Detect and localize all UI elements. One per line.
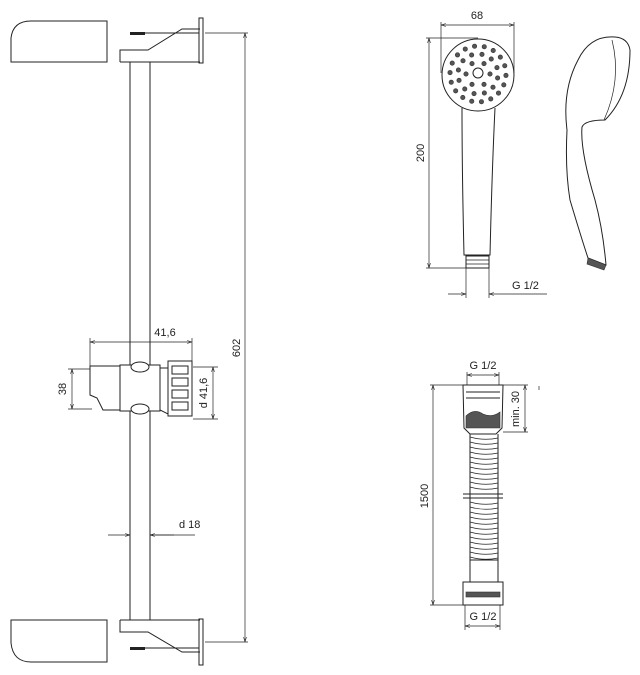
nozzle-icon <box>496 90 502 96</box>
nozzle-icon <box>469 81 475 87</box>
nozzle-icon <box>463 71 469 77</box>
nozzle-icon <box>449 60 455 66</box>
hose-coil <box>469 551 499 555</box>
hose-coil <box>469 451 499 455</box>
slider-knob <box>167 360 193 417</box>
dimension-knob-diameter: d 41,6 <box>193 366 218 420</box>
dimension-slider-width: 41,6 <box>89 327 193 366</box>
dimension-hose-bottom-thread: G 1/2 <box>464 605 501 630</box>
hose-top-thread-label: G 1/2 <box>470 360 497 372</box>
hose-nut-length-label: min. 30 <box>510 391 522 427</box>
nozzle-icon <box>472 43 478 49</box>
hose-coil <box>469 531 499 535</box>
dimension-hose-top-thread: G 1/2 <box>466 360 500 385</box>
hose-coil <box>469 521 499 525</box>
dimension-rod-diameter: d 18 <box>108 519 200 535</box>
nozzle-icon <box>495 75 501 81</box>
nozzle-icon <box>462 86 468 92</box>
hose-coil <box>469 441 499 445</box>
rail-rod <box>129 61 151 621</box>
dimension-68: 68 <box>440 10 515 73</box>
dimension-hand-shower-thread: G 1/2 <box>448 268 547 298</box>
nozzle-icon <box>494 65 500 71</box>
hand-shower-front <box>441 38 515 269</box>
rail-height-label: 602 <box>231 339 243 357</box>
nozzle-icon <box>502 63 508 69</box>
hose-coil <box>469 461 499 465</box>
hose-coil <box>469 471 499 475</box>
nozzle-icon <box>487 71 493 77</box>
top-bracket-cover <box>10 20 108 63</box>
nozzle-icon <box>488 96 494 102</box>
nozzle-icon <box>481 61 487 67</box>
shower-rail: 602 41,6 38 d 41,6 d 18 <box>10 17 248 666</box>
nozzle-icon <box>460 95 466 101</box>
hand-shower-thread-label: G 1/2 <box>512 280 539 292</box>
spray-nozzles <box>447 43 509 105</box>
nozzle-icon <box>471 91 477 97</box>
bottom-bracket-cover <box>10 619 108 663</box>
hose-coil <box>469 481 499 485</box>
top-bracket <box>119 17 204 64</box>
hose-coil <box>469 436 499 440</box>
dimension-slider-height: 38 <box>57 368 92 410</box>
hose-coil <box>469 466 499 470</box>
shower-hose <box>462 384 504 606</box>
slider-height-label: 38 <box>57 383 69 395</box>
hose-bottom-thread-label: G 1/2 <box>470 611 497 623</box>
nozzle-icon <box>455 67 461 73</box>
nozzle-icon <box>469 52 475 58</box>
hose-coil <box>469 476 499 480</box>
nozzle-icon <box>460 58 466 64</box>
nozzle-icon <box>478 99 484 105</box>
hose-coil <box>469 511 499 515</box>
hand-shower-width-label: 68 <box>471 10 483 22</box>
hose-coils <box>469 436 499 560</box>
nozzle-icon <box>490 84 496 90</box>
screw-icon <box>130 32 145 35</box>
knob-diameter-label: d 41,6 <box>198 378 210 409</box>
nozzle-icon <box>481 90 487 96</box>
hose-coil <box>469 536 499 540</box>
hand-shower-side <box>565 36 631 271</box>
dimension-min-30: min. 30 <box>503 384 540 433</box>
hose-coil <box>469 541 499 545</box>
hose-coil <box>469 546 499 550</box>
hand-shower-height-label: 200 <box>415 144 427 162</box>
nozzle-icon <box>490 47 496 53</box>
nozzle-icon <box>501 82 507 88</box>
nozzle-icon <box>469 98 475 104</box>
nozzle-icon <box>469 61 475 67</box>
hose-coil <box>469 456 499 460</box>
hose-coil <box>469 526 499 530</box>
dimension-602: 602 <box>205 32 248 643</box>
nozzle-icon <box>481 81 487 87</box>
hose-coil <box>469 501 499 505</box>
nozzle-icon <box>447 70 453 76</box>
nozzle-icon <box>454 52 460 58</box>
nozzle-icon <box>488 56 494 62</box>
hose-coil <box>469 506 499 510</box>
nozzle-icon <box>456 77 462 83</box>
screw-icon <box>130 647 145 650</box>
nozzle-icon <box>462 46 468 52</box>
slider-width-label: 41,6 <box>154 327 175 339</box>
nozzle-icon <box>479 51 485 57</box>
hose-coil <box>469 516 499 520</box>
hose-coil <box>469 446 499 450</box>
slider <box>89 360 193 417</box>
nozzle-icon <box>448 79 454 85</box>
nozzle-icon <box>453 88 459 94</box>
rod-diameter-label: d 18 <box>179 519 200 531</box>
nozzle-icon <box>481 44 487 50</box>
nozzle-icon <box>503 72 509 78</box>
dimension-200: 200 <box>415 37 478 269</box>
nozzle-icon <box>497 54 503 60</box>
dimension-1500: 1500 <box>419 384 463 606</box>
hose-coil <box>469 486 499 490</box>
hose-length-label: 1500 <box>419 484 431 508</box>
bottom-bracket <box>119 618 204 666</box>
hose-coil <box>469 556 499 560</box>
